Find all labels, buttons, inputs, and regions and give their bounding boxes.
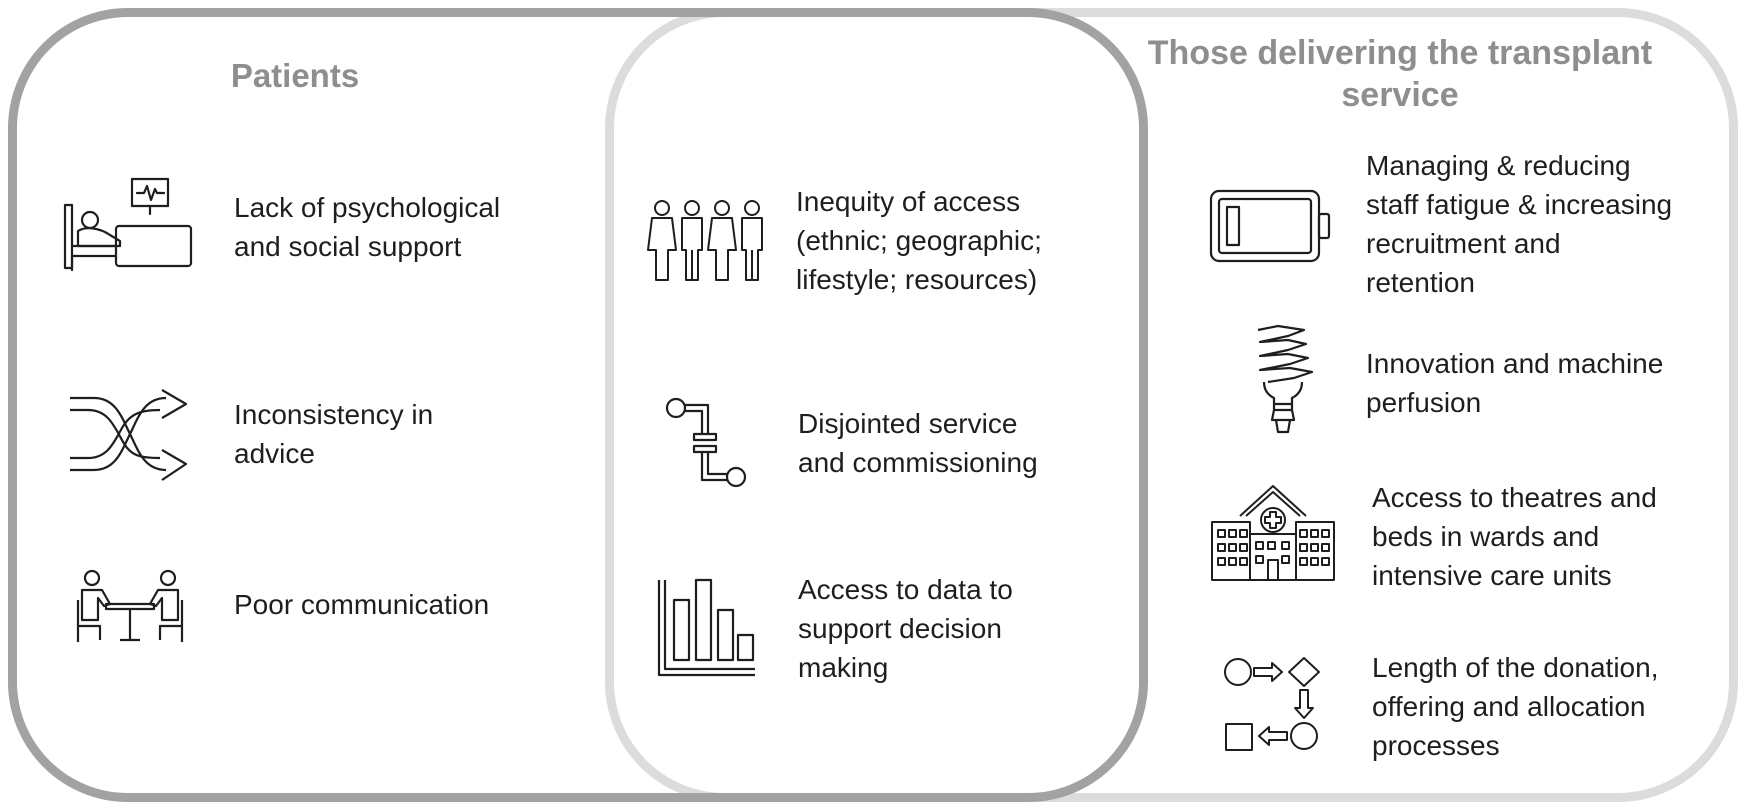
hospital-building-icon — [1210, 484, 1336, 582]
shared-item-1-text: Inequity of access (ethnic; geographic; … — [796, 186, 1042, 295]
low-battery-icon — [1210, 190, 1330, 262]
patients-item-1-text: Lack of psychological and social support — [234, 192, 501, 262]
staff-heading: Those delivering the transplant service — [1147, 34, 1653, 114]
disjointed-pipe-icon — [666, 398, 746, 488]
process-flow-icon — [1224, 656, 1324, 756]
people-group-icon — [648, 200, 766, 282]
staff-item-4-text: Length of the donation, offering and all… — [1372, 652, 1659, 761]
patients-panel — [8, 8, 1148, 802]
lightbulb-icon — [1248, 326, 1314, 436]
staff-item-1-text: Managing & reducing staff fatigue & incr… — [1366, 150, 1673, 298]
shuffle-arrows-icon — [70, 388, 188, 482]
patients-item-2-text: Inconsistency in advice — [234, 399, 434, 469]
shared-item-2-text: Disjointed service and commissioning — [798, 408, 1038, 478]
hospital-bed-monitor-icon — [64, 178, 194, 270]
patients-item-3-text: Poor communication — [234, 589, 490, 620]
bar-chart-icon — [658, 580, 756, 676]
staff-item-3-text: Access to theatres and beds in wards and… — [1372, 482, 1657, 591]
patients-heading: Patients — [230, 57, 360, 94]
shared-item-3-text: Access to data to support decision makin… — [798, 574, 1013, 683]
staff-item-2-text: Innovation and machine perfusion — [1366, 348, 1664, 418]
staff-panel — [605, 8, 1738, 802]
meeting-table-icon — [76, 570, 184, 644]
